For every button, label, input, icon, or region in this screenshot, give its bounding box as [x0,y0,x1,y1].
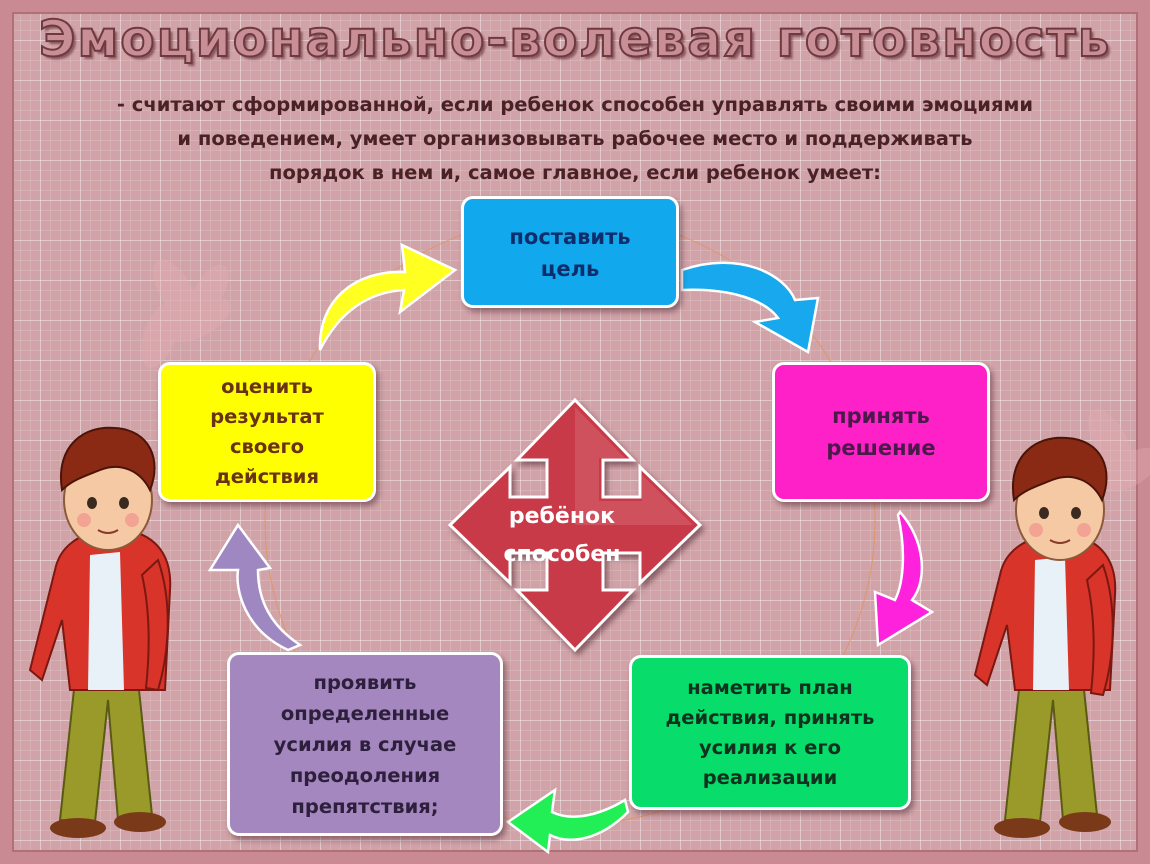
cycle-step-plan: наметить план действия, принять усилия к… [629,655,911,810]
arrow-effort-to-evaluate [207,522,303,652]
flower-decoration-left [140,259,231,368]
center-label: ребёнок способен [503,504,621,567]
cycle-step-decision: принять решение [772,362,990,502]
arrow-decision-to-plan [873,509,935,648]
center-cross-arrow [447,397,703,653]
cycle-step-effort: проявить определенные усилия в случае пр… [227,652,503,836]
boy-illustration-left [28,426,172,838]
cycle-step-goal: поставить цель [461,196,679,308]
page-title: Эмоционально-волевая готовность [38,9,1112,69]
arrow-plan-to-effort [505,787,630,855]
page-subtitle: - считают сформированной, если ребенок с… [116,93,1034,184]
arrow-evaluate-to-goal [318,242,458,351]
cycle-step-evaluate: оценить результат своего действия [158,362,376,502]
boy-illustration-right [973,436,1117,838]
arrow-goal-to-decision [680,261,820,354]
